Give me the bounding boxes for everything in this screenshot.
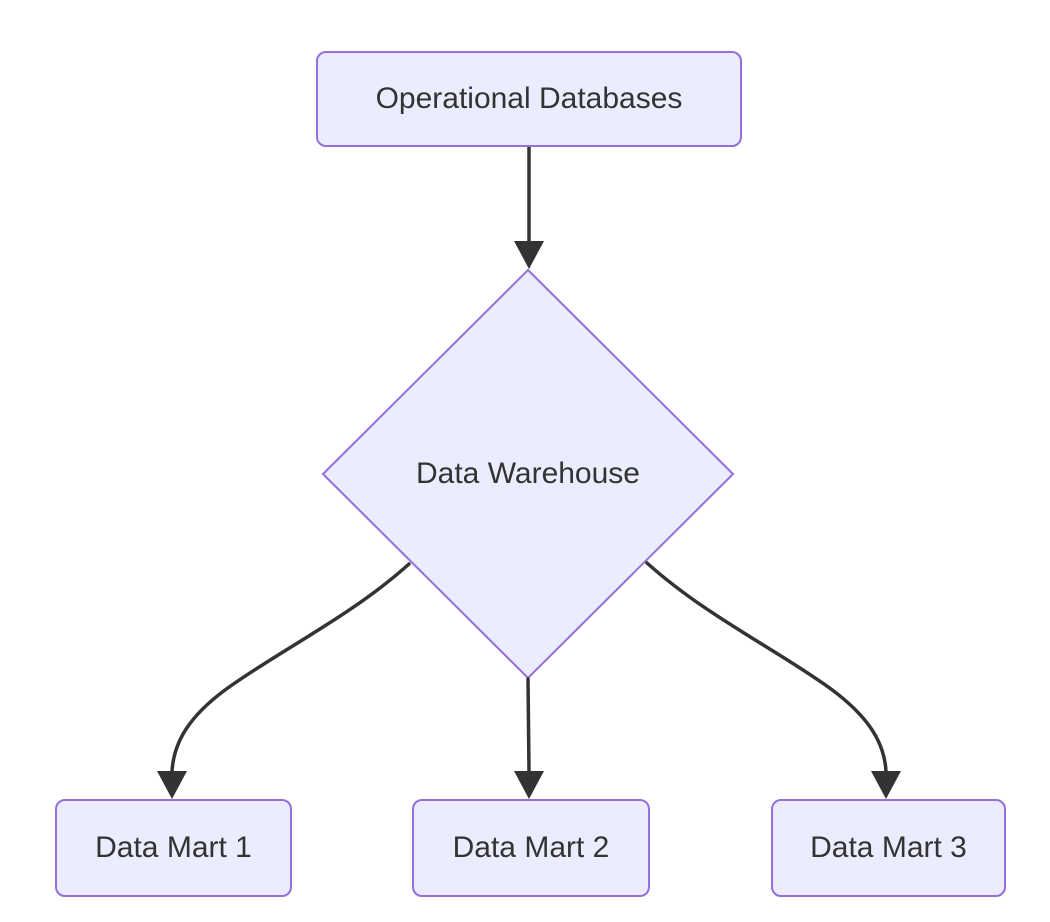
node-data-mart-3: Data Mart 3 xyxy=(771,799,1006,897)
edge-warehouse-to-mart1 xyxy=(170,562,411,773)
edge-warehouse-to-mart3 xyxy=(645,561,888,773)
arrowhead-mart1 xyxy=(157,771,187,799)
edge-warehouse-to-mart2 xyxy=(526,677,531,773)
node-label: Operational Databases xyxy=(375,82,683,115)
node-label: Data Mart 3 xyxy=(810,831,967,864)
node-data-mart-2: Data Mart 2 xyxy=(412,799,650,897)
arrowhead-warehouse xyxy=(514,241,544,269)
node-label: Data Warehouse xyxy=(415,457,640,490)
node-operational-databases: Operational Databases xyxy=(316,51,742,147)
node-data-mart-1: Data Mart 1 xyxy=(55,799,292,897)
arrowhead-mart3 xyxy=(871,771,901,799)
node-label: Data Mart 1 xyxy=(95,831,252,864)
node-label: Data Mart 2 xyxy=(452,831,610,864)
arrowhead-mart2 xyxy=(514,771,544,799)
node-data-warehouse-label: Data Warehouse xyxy=(378,446,678,502)
